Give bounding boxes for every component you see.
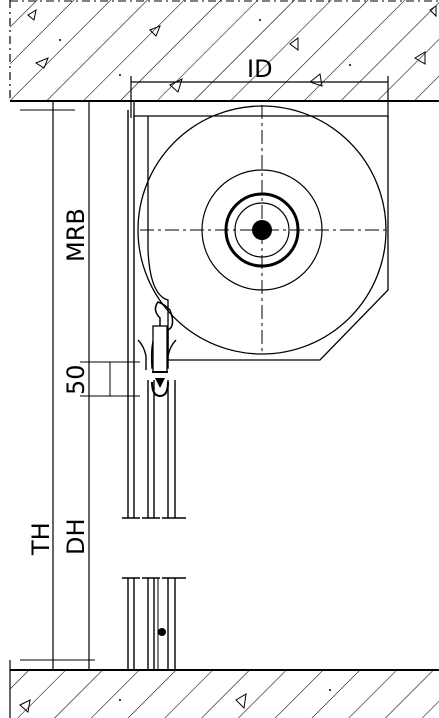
top-lintel: [9, 0, 439, 102]
height-dimensions: MRB 50 TH DH: [20, 101, 140, 670]
roller-drum: [137, 105, 390, 355]
guide-rails: [122, 380, 186, 670]
end-slat-profile: [137, 301, 177, 398]
shutter-box: [127, 101, 389, 518]
id-label: ID: [247, 55, 273, 83]
dh-label: DH: [62, 518, 90, 555]
th-label: TH: [27, 522, 55, 556]
id-dimension: ID: [130, 55, 389, 118]
bottom-floor: [9, 660, 439, 718]
mrb-label: MRB: [62, 208, 90, 262]
fifty-label: 50: [62, 364, 90, 395]
